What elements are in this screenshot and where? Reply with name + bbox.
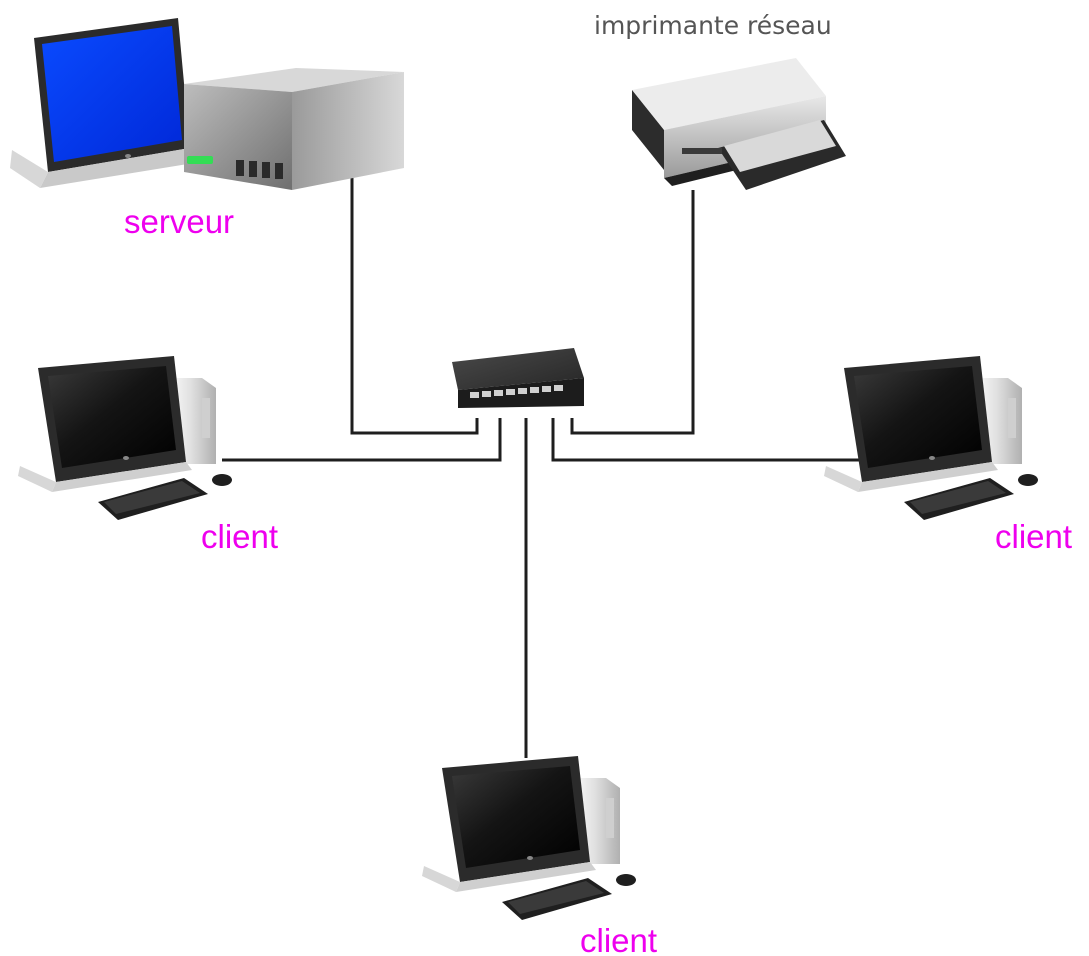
desktop-computer-icon [18, 356, 232, 520]
server-group: serveur [10, 18, 404, 240]
cable-server [350, 172, 479, 435]
client-bottom [422, 756, 636, 920]
printer-group: imprimante réseau [594, 11, 846, 190]
cable-client-right [551, 418, 860, 462]
printer-label: imprimante réseau [594, 11, 832, 40]
printer-icon [632, 58, 846, 190]
cables [222, 172, 860, 758]
client-left [18, 356, 232, 520]
client-bottom-label: client [580, 922, 657, 956]
client-right [824, 356, 1038, 520]
network-switch-icon [452, 348, 584, 408]
client-right-label: client [995, 518, 1072, 555]
monitor-icon [10, 18, 200, 188]
server-label: serveur [124, 203, 234, 240]
client-left-label: client [201, 518, 278, 555]
desktop-computer-icon [422, 756, 636, 920]
desktop-computer-icon [824, 356, 1038, 520]
cable-client-left [222, 418, 502, 462]
server-icon [184, 68, 404, 190]
cable-printer [570, 190, 695, 435]
